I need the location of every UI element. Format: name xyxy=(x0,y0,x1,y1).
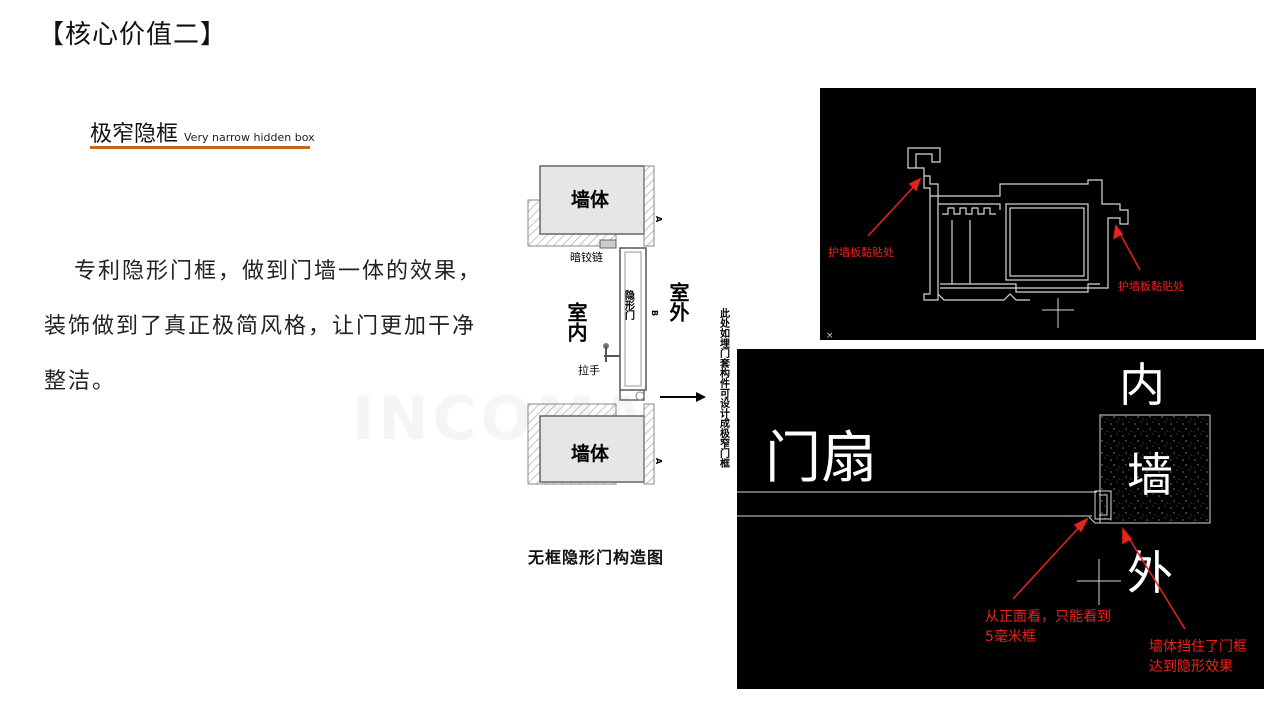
pointer-arrow-head xyxy=(696,392,706,402)
section-underline xyxy=(90,146,310,149)
outdoor-label: 室外 xyxy=(666,281,690,323)
cad-label-left: 护墙板黏贴处 xyxy=(828,245,894,259)
cad-label-right: 护墙板黏贴处 xyxy=(1118,279,1184,293)
annotation-arrowhead-left xyxy=(908,177,922,192)
cad-profile-panel: 护墙板黏贴处 护墙板黏贴处 × xyxy=(820,88,1256,340)
wall-char-label: 墙 xyxy=(1127,448,1173,502)
indoor-label-1: 室内 xyxy=(564,301,588,342)
door-construction-diagram: 墙体 A 暗铰链 隐形门 B 室内 室外 拉手 墙体 A 此处如埋门套构件可设计… xyxy=(527,165,731,485)
wall-label-bottom: 墙体 xyxy=(571,442,610,465)
door-inner-panel xyxy=(624,251,642,387)
section-title: 极窄隐框 xyxy=(90,122,179,147)
wall-box-top xyxy=(539,165,645,235)
annotation-arrow-wall xyxy=(1126,534,1186,630)
crosshair-top xyxy=(1042,298,1074,328)
annotation-arrowhead-front xyxy=(1073,517,1089,533)
corner-mark: × xyxy=(826,331,834,340)
diagram-caption: 无框隐形门构造图 xyxy=(528,548,665,567)
wall-edge-bottom xyxy=(643,403,655,485)
annotation-arrowhead-wall xyxy=(1122,526,1133,545)
wall-edge-top xyxy=(643,165,655,247)
door-pivot xyxy=(635,391,645,401)
frame-profile-drawing xyxy=(907,147,1129,301)
note-wall-line1: 墙体挡住了门框 xyxy=(1149,639,1247,655)
marker-a-top: A xyxy=(654,216,663,223)
hinge-block xyxy=(599,239,617,249)
door-bottom-frame xyxy=(619,390,645,401)
annotation-arrow-left xyxy=(867,181,919,237)
frame-profile-small xyxy=(1088,490,1113,524)
marker-a-bottom: A xyxy=(654,458,663,465)
hidden-hinge-label: 暗铰链 xyxy=(570,250,603,264)
inner-label: 内 xyxy=(1119,358,1165,412)
note-front-line1: 从正面看，只能看到 xyxy=(985,609,1111,625)
wall-label-top: 墙体 xyxy=(571,188,610,211)
note-wall-line2: 达到隐形效果 xyxy=(1149,659,1233,675)
annotation-arrow-front xyxy=(1012,522,1084,600)
annotation-arrow-right xyxy=(1117,229,1141,271)
door-label: 隐形门 xyxy=(623,289,635,321)
description-paragraph: 专利隐形门框，做到门墙一体的效果，装饰做到了真正极简风格，让门更加干净整洁。 xyxy=(44,259,483,394)
side-note: 此处如埋门套构件可设计成极窄门框 xyxy=(718,307,731,469)
crosshair-bottom xyxy=(1077,559,1121,605)
note-front-line2: 5毫米框 xyxy=(985,628,1036,645)
section-heading: 极窄隐框 Very narrow hidden box xyxy=(90,116,315,148)
handle-label: 拉手 xyxy=(578,363,600,377)
marker-b: B xyxy=(650,310,659,316)
cad-plan-panel: 门扇 内 墙 外 从正面看，只能看到 5毫米框 墙体挡住了门框 达到隐形效果 xyxy=(737,349,1264,689)
wall-section-block xyxy=(1099,414,1211,524)
hidden-door xyxy=(619,247,647,391)
section-subtitle: Very narrow hidden box xyxy=(184,131,315,144)
door-leaf-label: 门扇 xyxy=(765,426,877,491)
annotation-arrowhead-right xyxy=(1113,224,1124,240)
page-title: 【核心价值二】 xyxy=(38,20,228,50)
